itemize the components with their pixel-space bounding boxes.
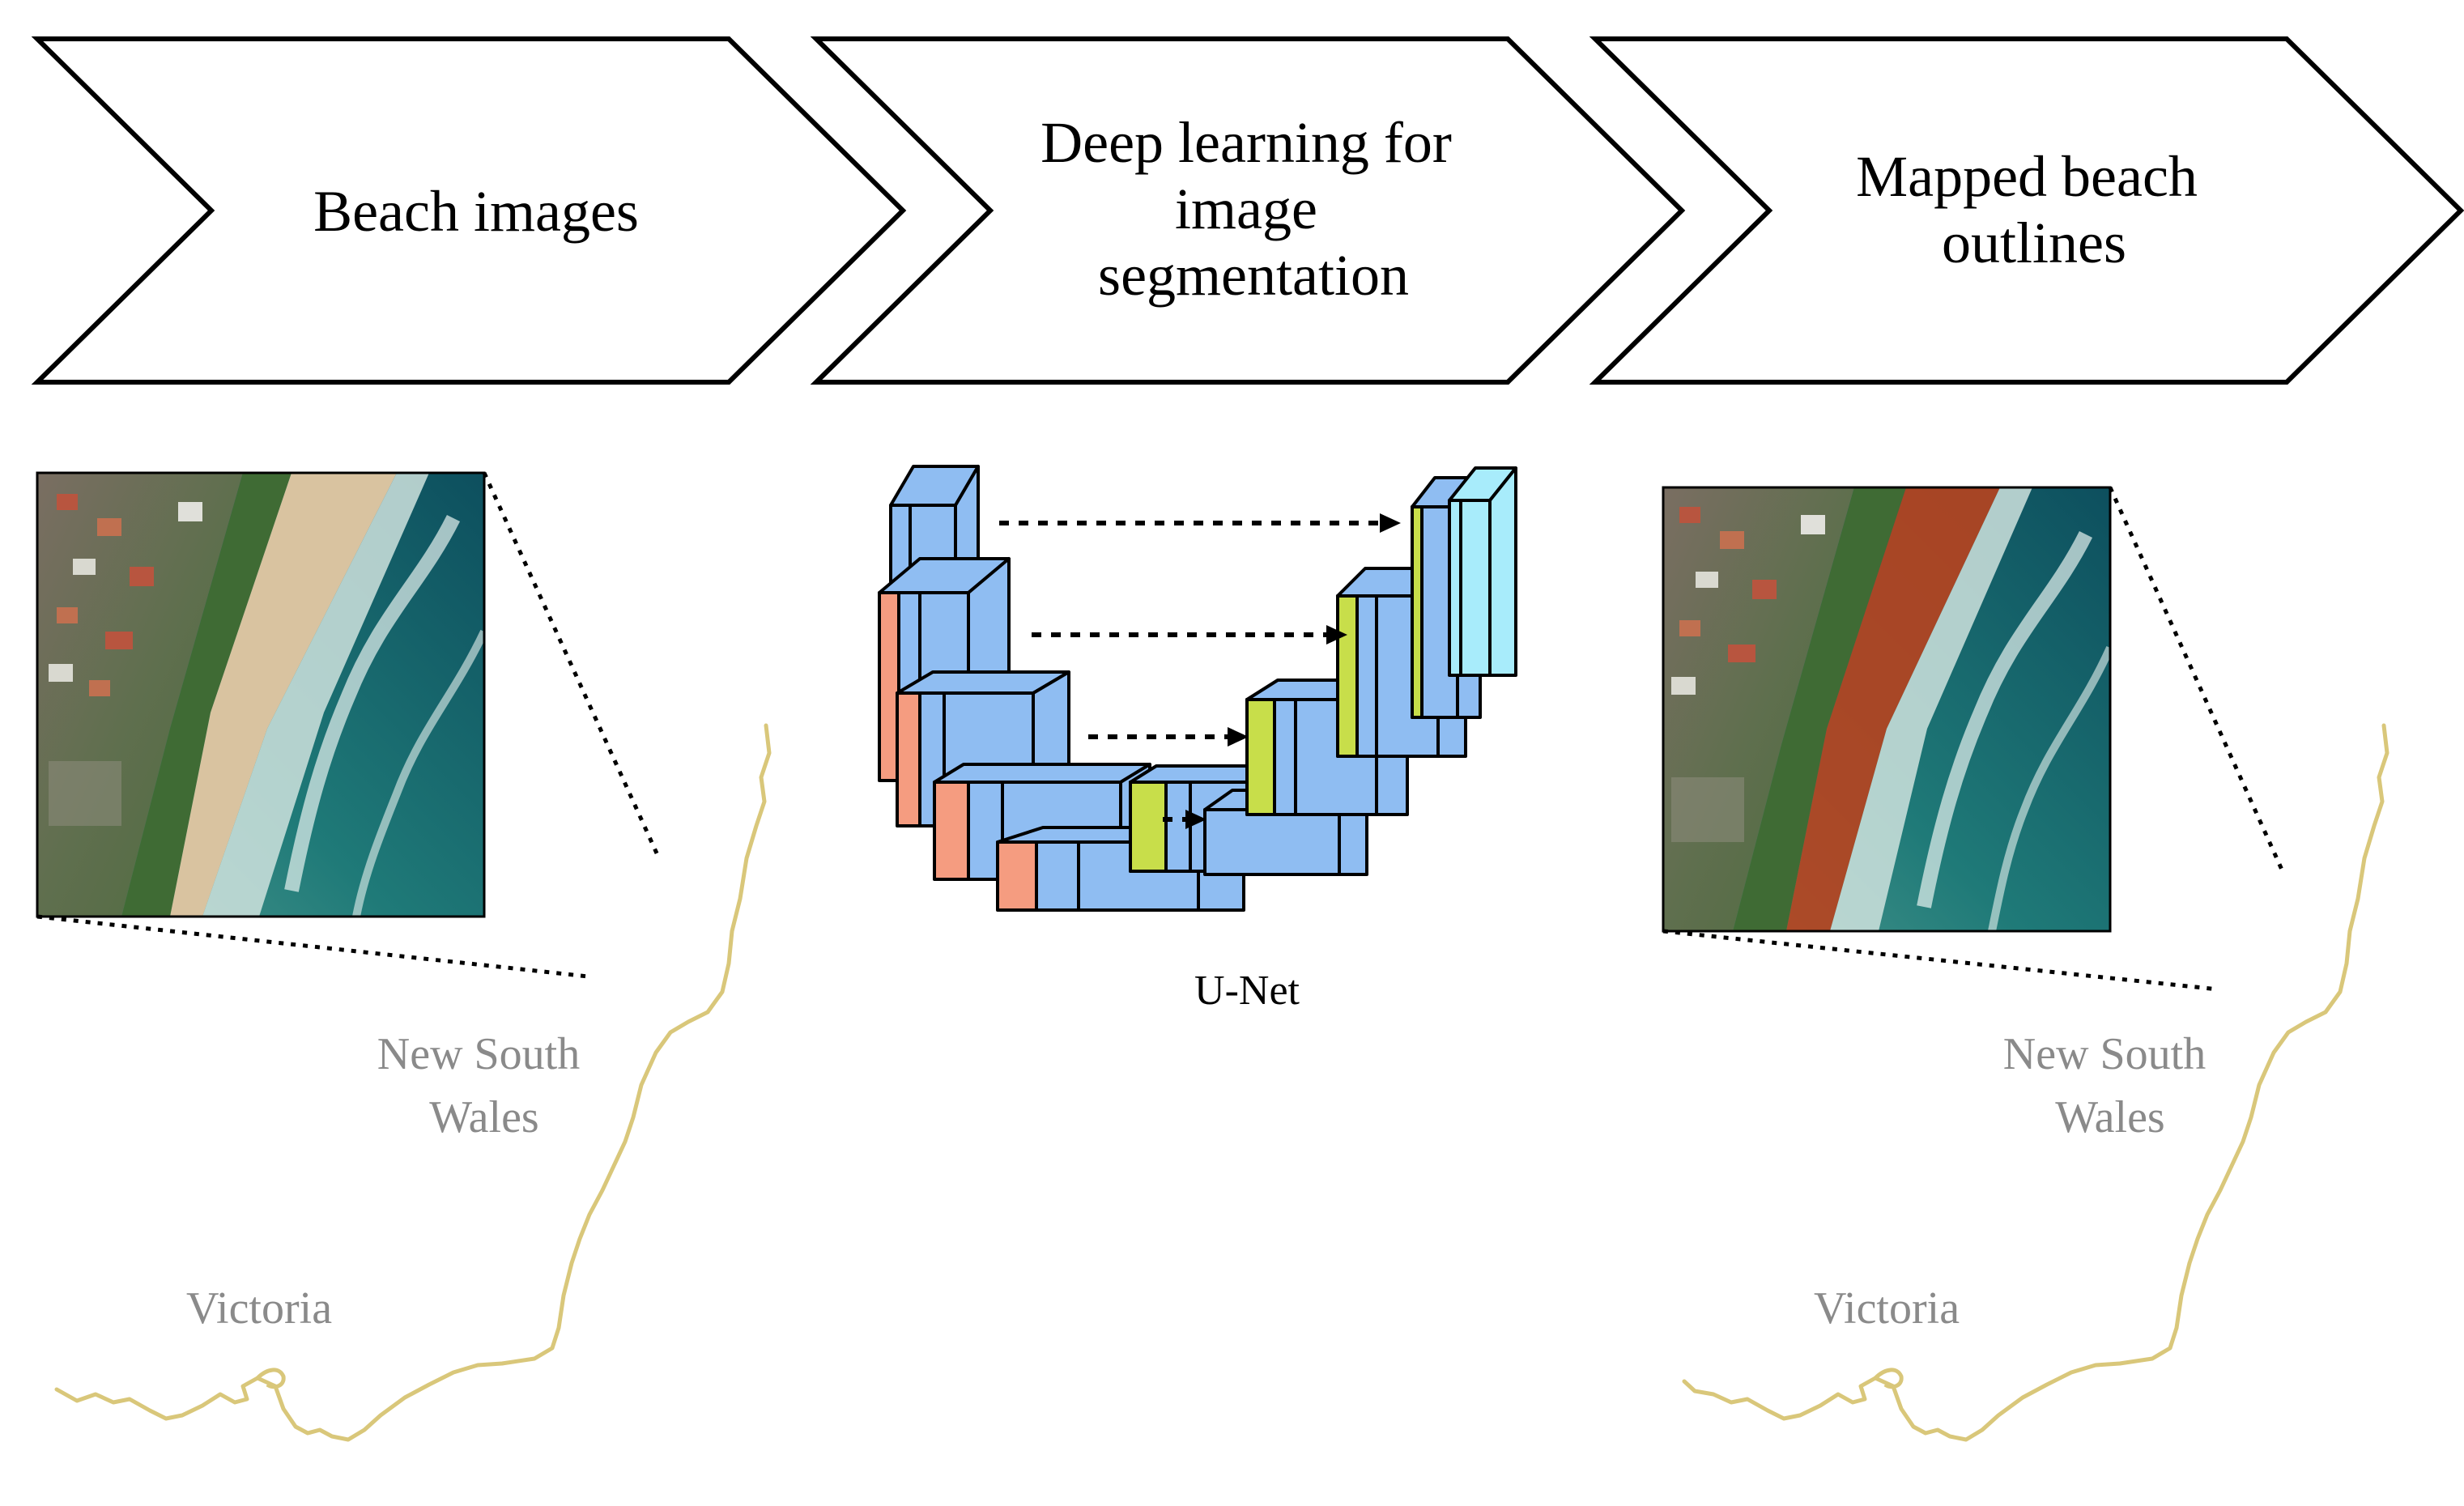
- pipeline-step-deep-learning: Deep learning for image segmentation: [810, 36, 1686, 385]
- pipeline-step-label: Deep learning for image segmentation: [1040, 110, 1466, 308]
- unet-block: [996, 826, 1245, 912]
- beach-mask: [1786, 487, 2000, 931]
- pipeline-step-label-line: Mapped beach: [1856, 144, 2198, 209]
- unet-skip-connections: [999, 513, 1401, 829]
- unet-output-block: [1448, 466, 1517, 677]
- image-frame: [36, 471, 486, 918]
- map-label-nsw: New South Wales: [377, 1029, 591, 1142]
- chevron-shape: [810, 36, 1686, 385]
- coastline-inlet: [1874, 1368, 1904, 1389]
- zoom-guide-line: [1662, 929, 2219, 992]
- pipeline-step-label-line: Deep learning for: [1040, 110, 1452, 175]
- arrow-head: [1228, 727, 1249, 747]
- zoom-guide-line: [2108, 486, 2284, 871]
- arrow-head: [1380, 513, 1401, 533]
- left-panel: New South Wales Victoria: [36, 471, 772, 1442]
- pipeline-step-label-line: outlines: [1942, 211, 2126, 275]
- zoom-guide-line: [36, 914, 589, 979]
- chevron-shape: [31, 36, 907, 385]
- map-label-victoria: Victoria: [186, 1283, 332, 1334]
- unet-diagram: [878, 465, 1517, 912]
- pipeline-step-label: Beach images: [313, 179, 639, 244]
- pipeline-step-label: Mapped beach outlines: [1856, 144, 2212, 275]
- pipeline-step-mapped-outlines: Mapped beach outlines: [1589, 36, 2464, 385]
- pipeline-step-label-line: segmentation: [1098, 243, 1409, 308]
- arrow-head: [1185, 810, 1206, 829]
- map-label-victoria: Victoria: [1814, 1283, 1960, 1334]
- pipeline-step-label-line: image: [1175, 177, 1317, 241]
- image-frame: [1662, 486, 2112, 933]
- beach-aerial-image: [37, 473, 484, 917]
- coastline-map: [54, 723, 772, 1442]
- zoom-guide-line: [482, 471, 660, 857]
- map-label-line: New South: [377, 1029, 580, 1079]
- arrow-head: [1326, 625, 1347, 645]
- pipeline-step-beach-images: Beach images: [31, 36, 907, 385]
- pipeline-step-label-line: Beach images: [313, 179, 639, 244]
- map-label-line: Wales: [2055, 1092, 2164, 1142]
- segmented-beach-image: [1663, 487, 2110, 931]
- map-label-line: Wales: [429, 1092, 538, 1142]
- coastline-map: [1682, 723, 2390, 1442]
- map-label-line: New South: [2003, 1029, 2206, 1079]
- map-label-nsw: New South Wales: [2003, 1029, 2217, 1142]
- coastline-inlet: [256, 1368, 286, 1389]
- chevron-shape: [1589, 36, 2464, 385]
- unet-caption: U-Net: [1194, 968, 1300, 1014]
- right-panel: New South Wales Victoria: [1662, 486, 2390, 1442]
